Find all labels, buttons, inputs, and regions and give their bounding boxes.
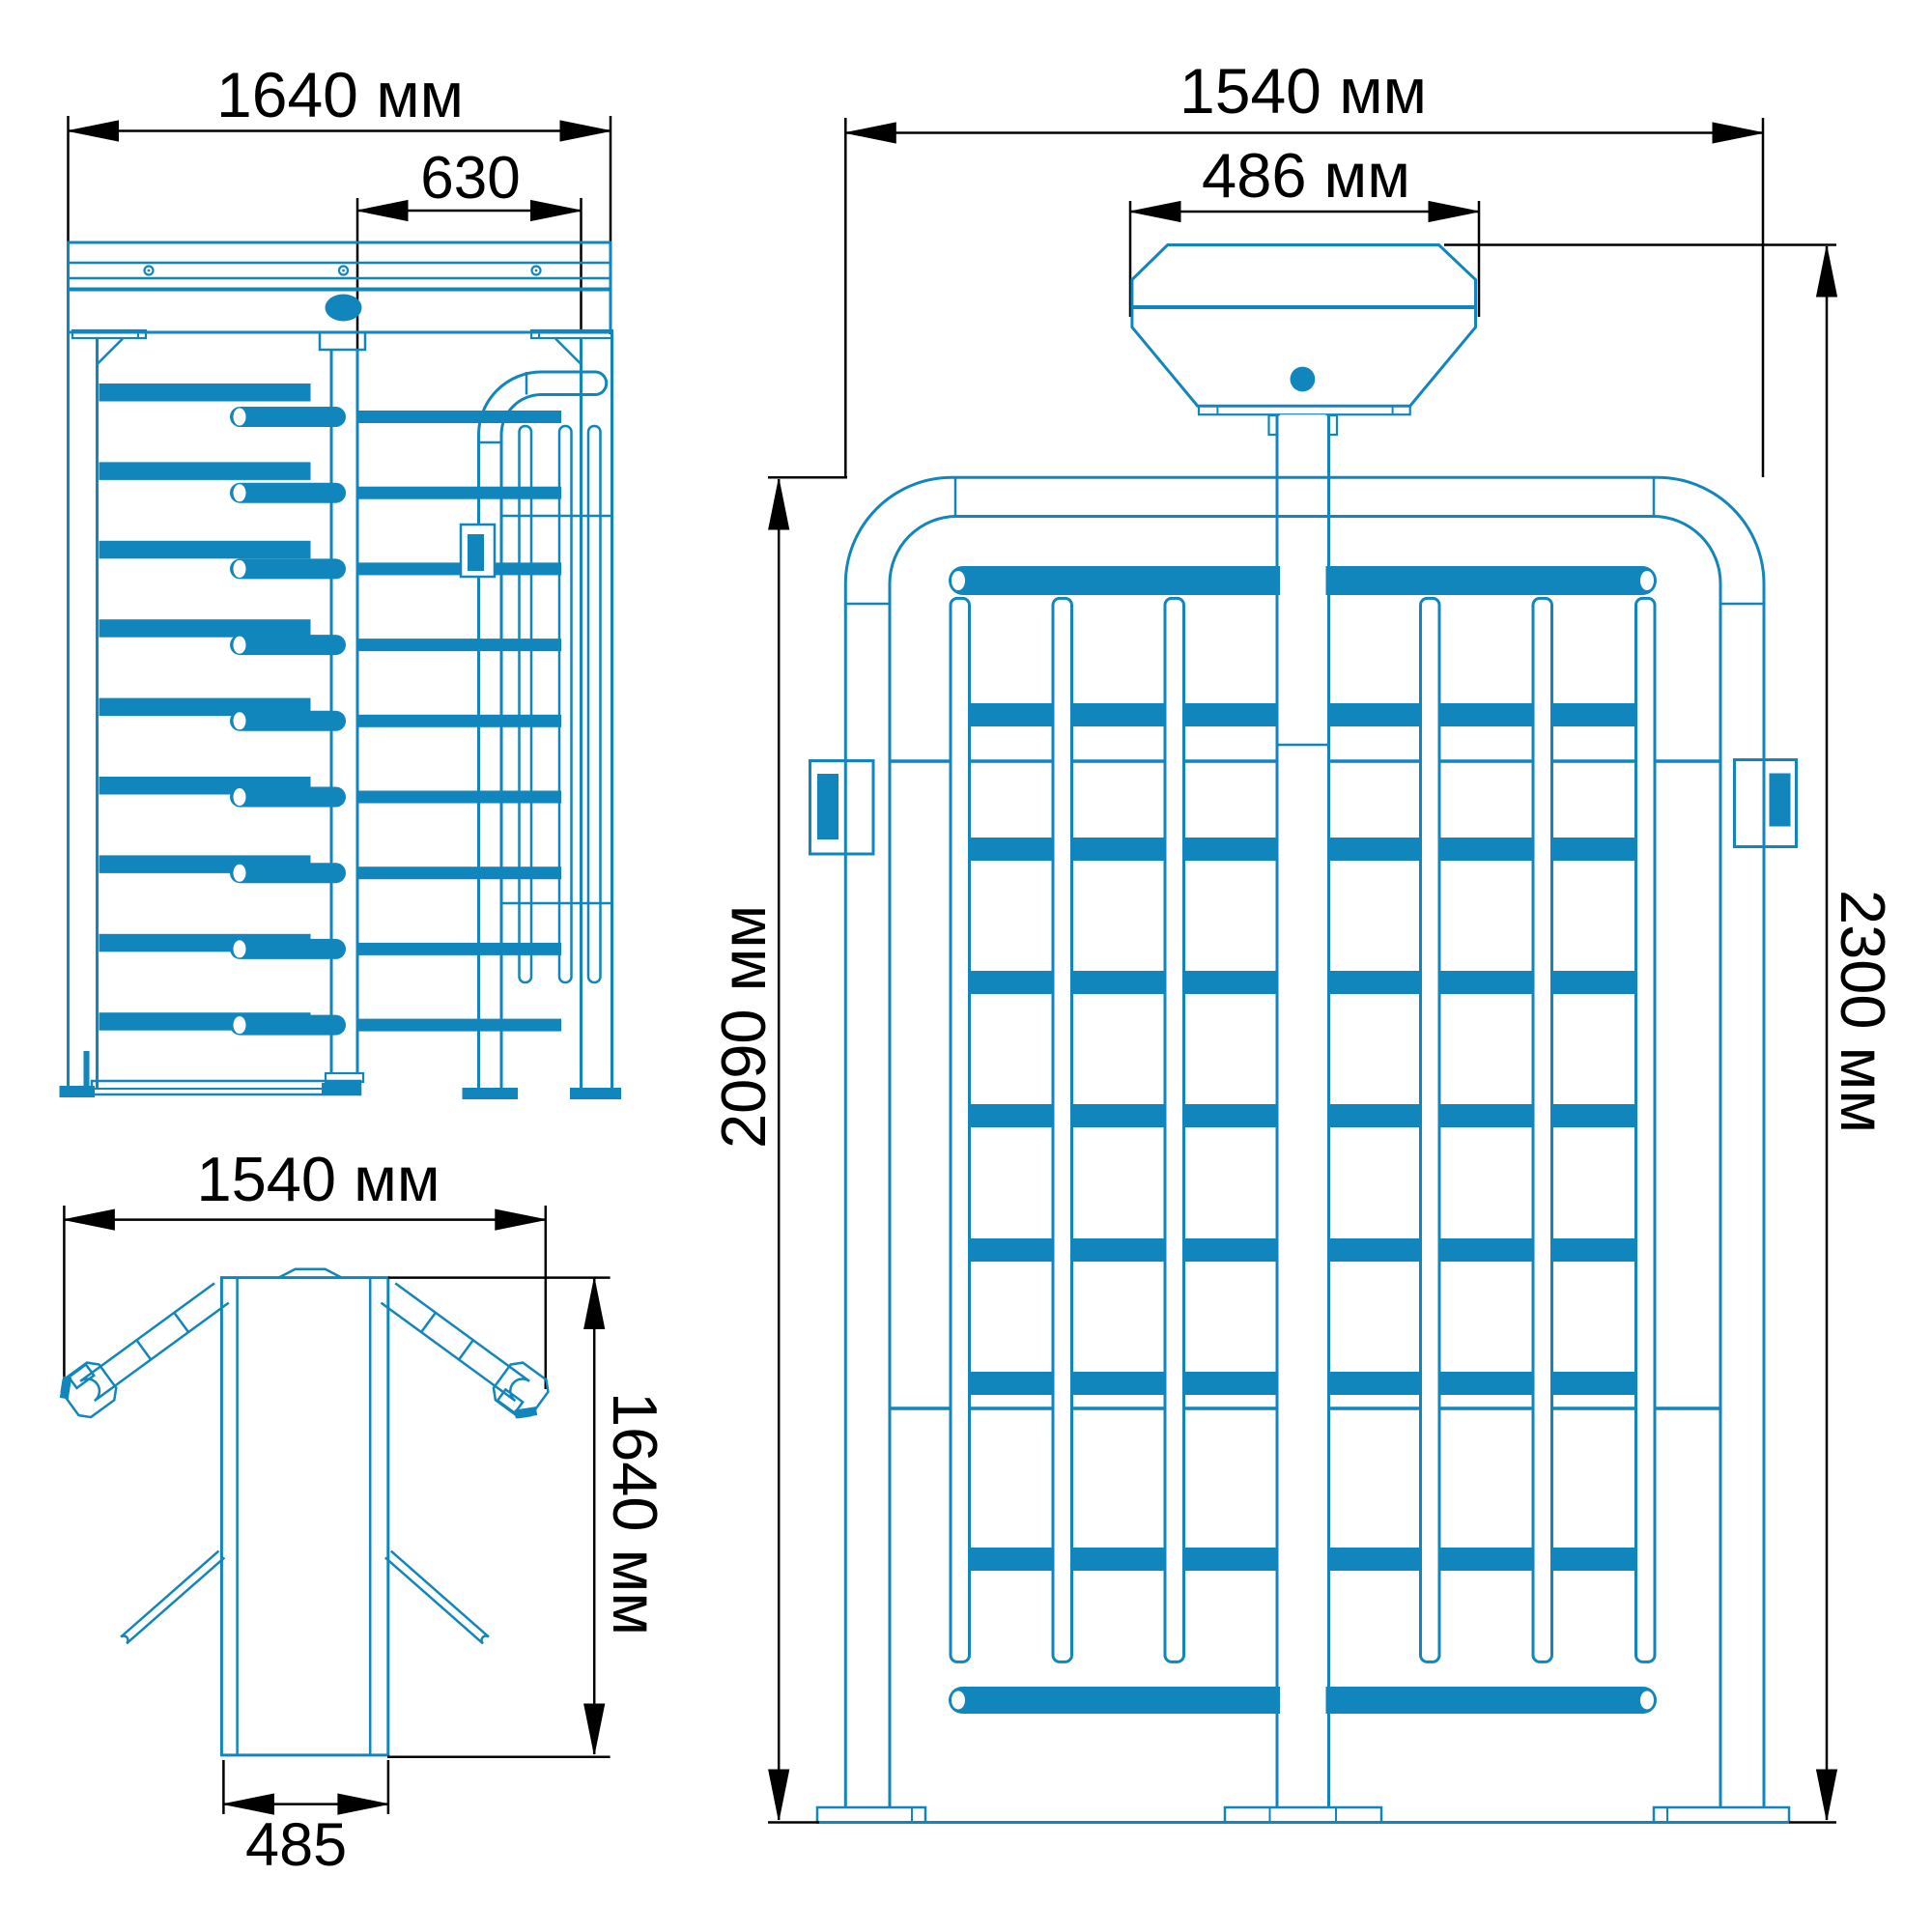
- svg-text:485: 485: [245, 1811, 347, 1879]
- svg-text:1640 мм: 1640 мм: [216, 59, 464, 130]
- svg-text:1540 мм: 1540 мм: [196, 1144, 440, 1214]
- svg-text:630: 630: [420, 145, 520, 212]
- svg-text:2090 мм: 2090 мм: [708, 905, 779, 1149]
- svg-text:486 мм: 486 мм: [1202, 140, 1410, 211]
- svg-text:2300 мм: 2300 мм: [1828, 890, 1898, 1133]
- svg-text:1640 мм: 1640 мм: [600, 1392, 670, 1635]
- svg-text:1540 мм: 1540 мм: [1179, 55, 1427, 127]
